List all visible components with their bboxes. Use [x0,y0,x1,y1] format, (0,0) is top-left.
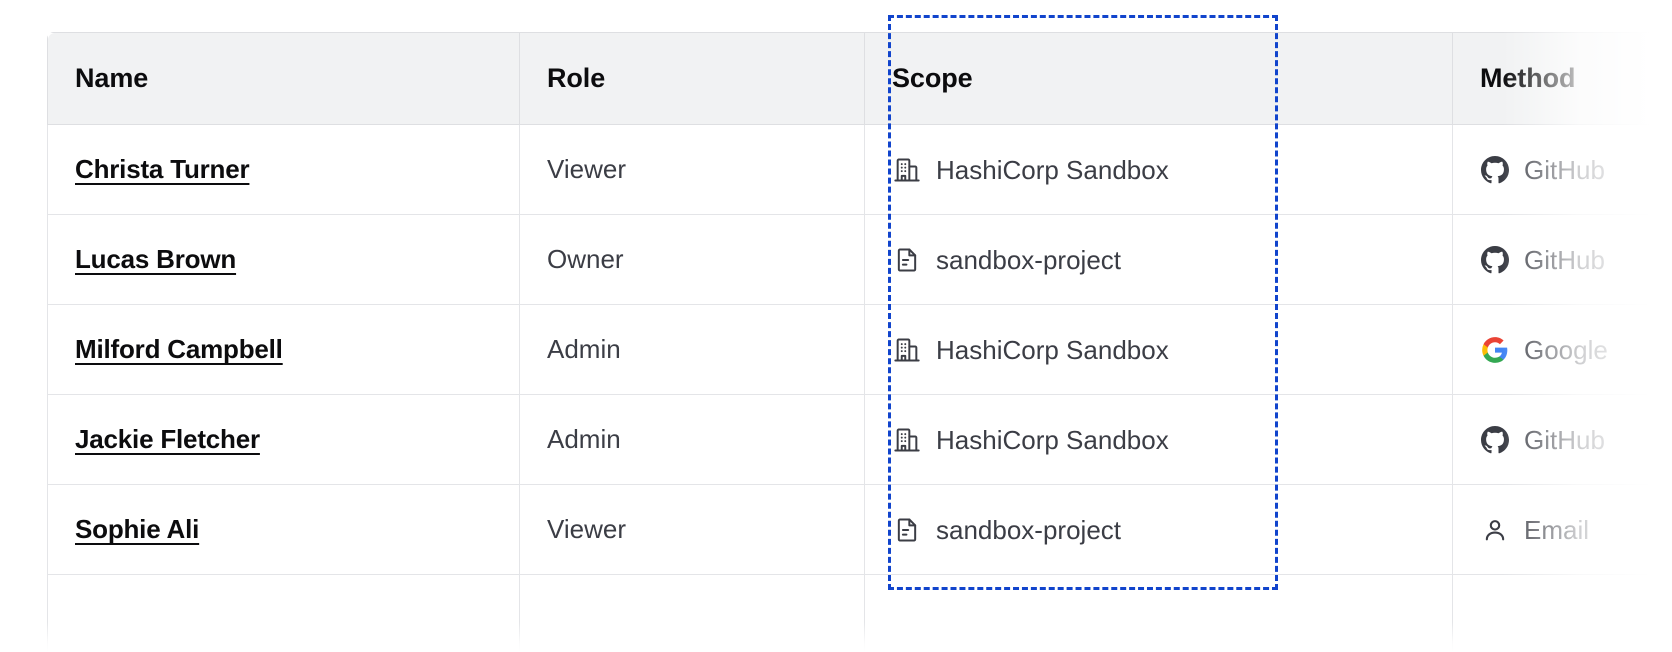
cell-role [519,574,865,652]
table-header: Name Role Scope Method [47,32,1672,125]
cell-scope: HashiCorp Sandbox [864,124,1453,215]
permissions-table-container: Name Role Scope Method Christa Turner Vi… [47,32,1672,652]
project-document-icon [892,245,922,275]
column-header-name[interactable]: Name [47,32,520,125]
cell-role: Owner [519,214,865,305]
org-building-icon [892,155,922,185]
cell-name: Christa Turner [47,124,520,215]
user-name-link[interactable]: Lucas Brown [75,244,237,274]
method-label: Email [1524,514,1590,545]
cell-scope: sandbox-project [864,214,1453,305]
table-row: Christa Turner Viewer [47,124,1672,215]
scope-label: sandbox-project [936,244,1121,275]
cell-name: Milford Campbell [47,304,520,395]
cell-role: Admin [519,304,865,395]
cell-scope: HashiCorp Sandbox [864,394,1453,485]
project-document-icon [892,515,922,545]
cell-method: GitHub [1452,394,1672,485]
cell-name: Lucas Brown [47,214,520,305]
cell-name: Sophie Ali [47,484,520,575]
table-row: Lucas Brown Owner [47,214,1672,305]
method-label: GitHub [1524,244,1605,275]
org-building-icon [892,425,922,455]
table-body: Christa Turner Viewer [47,124,1672,652]
github-icon [1480,425,1510,455]
cell-role: Admin [519,394,865,485]
column-header-scope[interactable]: Scope [864,32,1453,125]
cell-role: Viewer [519,484,865,575]
user-name-link[interactable]: Sophie Ali [75,514,200,544]
cell-scope: sandbox-project [864,484,1453,575]
cell-method: Email [1452,484,1672,575]
cell-method: GitHub [1452,214,1672,305]
table-row: Sophie Ali Viewer [47,484,1672,575]
cell-name [47,574,520,652]
method-label: GitHub [1524,424,1605,455]
org-building-icon [892,335,922,365]
scope-label: sandbox-project [936,514,1121,545]
permissions-table: Name Role Scope Method Christa Turner Vi… [47,32,1672,652]
github-icon [1480,245,1510,275]
method-label: Google [1524,334,1608,365]
cell-method: GitHub [1452,124,1672,215]
user-name-link[interactable]: Jackie Fletcher [75,424,260,454]
scope-label: HashiCorp Sandbox [936,334,1169,365]
scope-label: HashiCorp Sandbox [936,154,1169,185]
user-person-icon [1480,515,1510,545]
cell-name: Jackie Fletcher [47,394,520,485]
cell-scope: HashiCorp Sandbox [864,304,1453,395]
cell-scope [864,574,1453,652]
table-row: Jackie Fletcher Admin [47,394,1672,485]
cell-role: Viewer [519,124,865,215]
column-header-method[interactable]: Method [1452,32,1672,125]
scope-label: HashiCorp Sandbox [936,424,1169,455]
method-label: GitHub [1524,154,1605,185]
user-name-link[interactable]: Christa Turner [75,154,250,184]
cell-method: Google [1452,304,1672,395]
header-row: Name Role Scope Method [47,32,1672,125]
table-row: Milford Campbell Admin [47,304,1672,395]
github-icon [1480,155,1510,185]
column-header-role[interactable]: Role [519,32,865,125]
user-name-link[interactable]: Milford Campbell [75,334,283,364]
google-icon [1480,335,1510,365]
cell-method [1452,574,1672,652]
table-row [47,574,1672,652]
